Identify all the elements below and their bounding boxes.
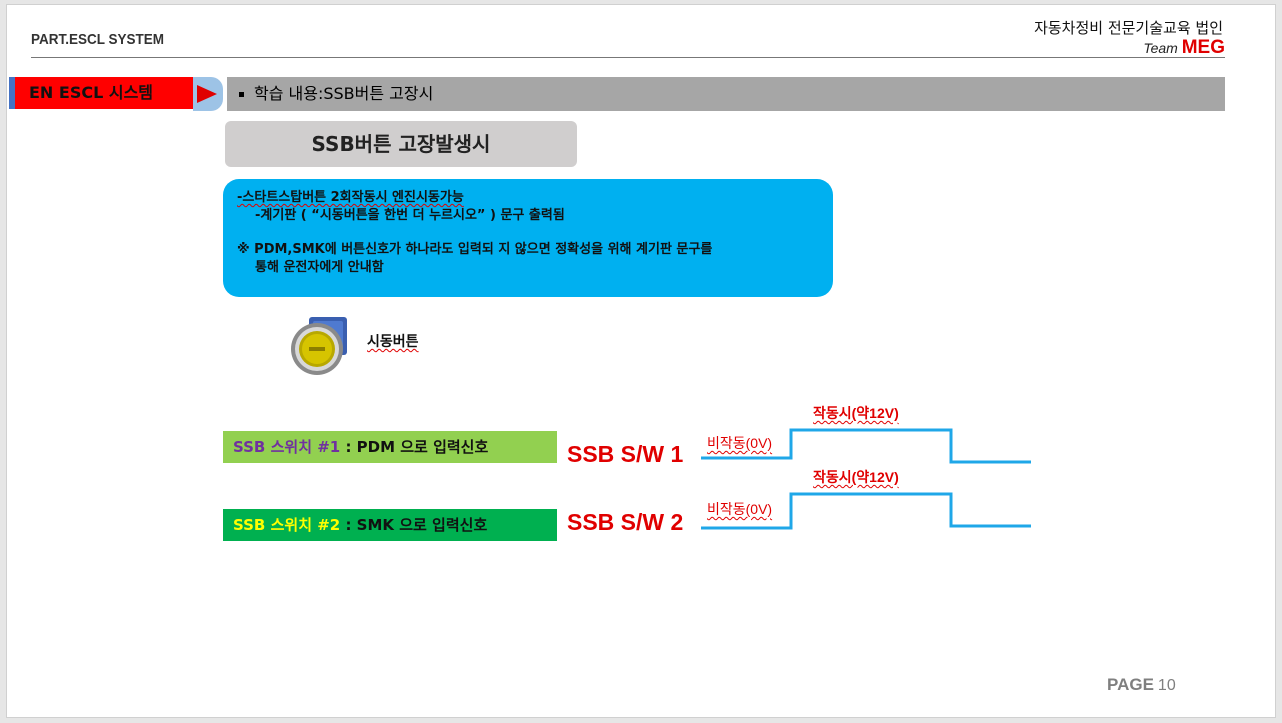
signal-1-desc: : PDM 으로 입력신호 [340,438,489,456]
ssb-sw-1-label: SSB S/W 1 [567,441,684,467]
waveform-2 [701,492,1031,530]
signal-2-desc: : SMK 으로 입력신호 [340,516,488,534]
signal-1-switch: SSB 스위치 #1 [233,438,341,456]
waveform-2-off-label: 비작동(0V) [707,501,773,517]
play-arrow-icon [197,85,217,103]
team-name: MEG [1181,37,1225,58]
section-label: EN ESCL 시스템 [9,77,193,109]
organization-name: 자동차정비 전문기술교육 법인 [1034,19,1223,37]
bullet-icon [239,92,244,97]
slide: PART.ESCL SYSTEM 자동차정비 전문기술교육 법인 Team ME… [6,4,1276,718]
start-button-label: 시동버튼 [367,334,419,350]
info-line-1: -스타트스탑버튼 2회작동시 엔진시동가능 [237,190,464,205]
topic-text: 학습 내용:SSB버튼 고장시 [254,84,434,103]
info-box: -스타트스탑버튼 2회작동시 엔진시동가능 -계기판 ( “시동버튼을 한번 더… [223,179,833,297]
page-number-value: 10 [1157,677,1176,694]
team-prefix: Team [1143,40,1178,56]
part-title: PART.ESCL SYSTEM [31,31,165,48]
info-line-3: ※ PDM,SMK에 버튼신호가 하나라도 입력되 지 않으면 정확성을 위해 … [237,242,713,257]
slide-title: SSB버튼 고장발생시 [225,121,577,167]
signal-2-label: SSB 스위치 #2 : SMK 으로 입력신호 [223,509,557,541]
page-label: PAGE [1107,675,1154,694]
info-line-2: -계기판 ( “시동버튼을 한번 더 누르시오” ) 문구 출력됨 [255,208,565,223]
waveform-1 [701,428,1031,464]
signal-2-switch: SSB 스위치 #2 [233,516,341,534]
info-line-4: 통해 운전자에게 안내함 [255,260,384,275]
ssb-sw-2-label: SSB S/W 2 [567,509,684,535]
waveform-2-on-label: 작동시(약12V) [813,469,899,485]
waveform-1-on-label: 작동시(약12V) [813,405,899,421]
start-button-icon [291,317,347,375]
signal-waveforms [701,428,1031,530]
team-label: Team MEG [1143,37,1225,59]
topic-bar: 학습 내용:SSB버튼 고장시 [227,77,1225,111]
waveform-1-off-label: 비작동(0V) [707,435,773,451]
header-divider [31,57,1225,58]
signal-1-label: SSB 스위치 #1 : PDM 으로 입력신호 [223,431,557,463]
